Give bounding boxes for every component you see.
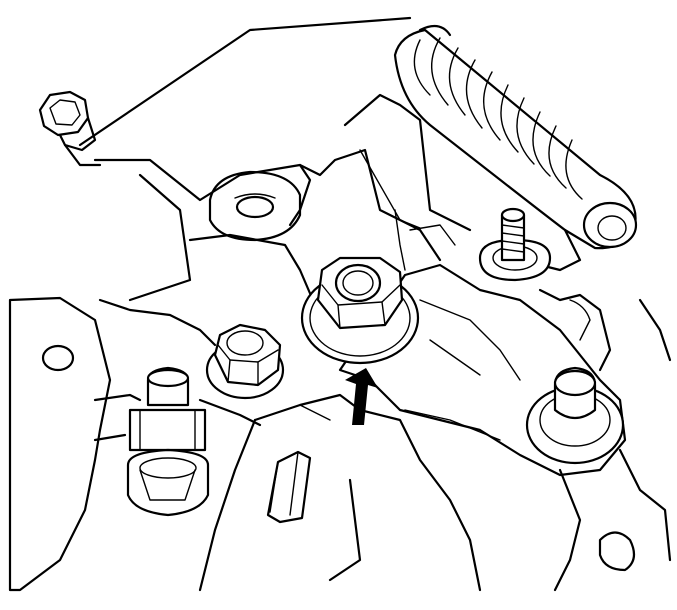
arrow-up-icon [345, 368, 378, 425]
lower-right-housing [538, 288, 672, 592]
stud-icon [478, 207, 552, 282]
boot-icon [393, 24, 638, 272]
pivot-stud [525, 366, 625, 465]
housing-boss [208, 170, 302, 242]
lower-cover [198, 393, 482, 592]
nut-icon [300, 256, 420, 365]
small-bolt [205, 323, 285, 400]
transmission-housing [78, 16, 472, 307]
vertical-fastener [126, 366, 210, 517]
bolt-icon [38, 90, 102, 167]
